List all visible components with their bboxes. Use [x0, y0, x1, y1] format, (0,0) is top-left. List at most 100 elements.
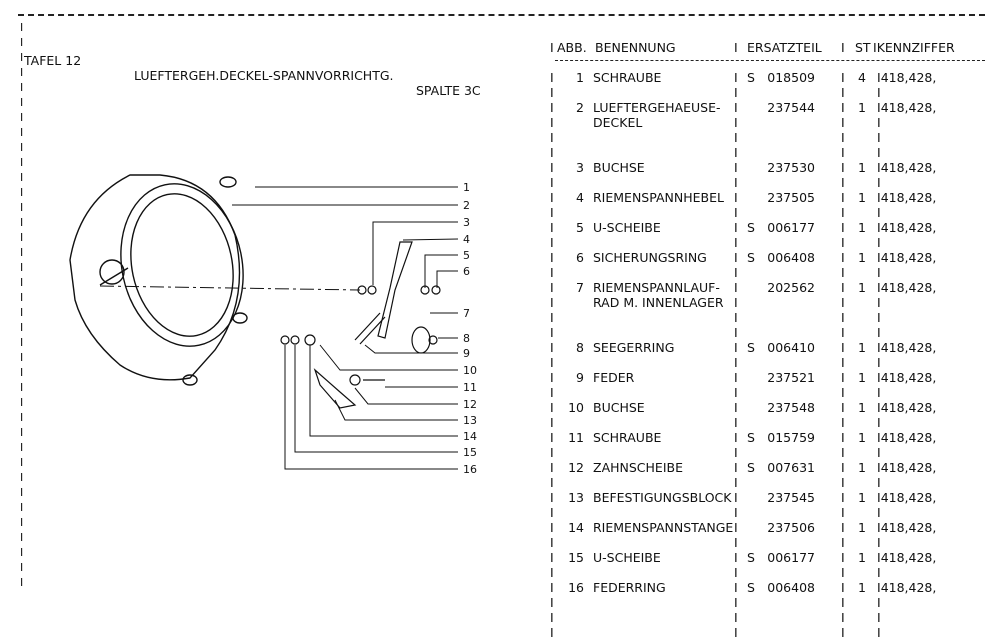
- top-dashed-rule: [18, 14, 985, 16]
- item-number: 10: [568, 400, 584, 415]
- quantity: 1: [858, 400, 866, 415]
- callout-label: 7: [463, 307, 470, 320]
- tensioner-parts-drawing: [280, 241, 441, 409]
- col-kennziffer: IKENNZIFFER: [873, 40, 955, 55]
- callout-label: 8: [463, 332, 470, 345]
- item-name: SCHRAUBE: [593, 70, 662, 85]
- item-name: FEDER: [593, 370, 635, 385]
- standard-part-flag: S: [747, 220, 755, 235]
- kennziffer: I418,428,: [877, 520, 937, 535]
- callout-label: 9: [463, 347, 470, 360]
- kennziffer: I418,428,: [877, 100, 937, 115]
- quantity: 1: [858, 160, 866, 175]
- table-header: I ABB. BENENNUNG I ERSATZTEIL I ST IKENN…: [550, 40, 955, 55]
- item-name: RIEMENSPANNSTANGE: [593, 520, 734, 535]
- item-number: 15: [568, 550, 584, 565]
- kennziffer: I418,428,: [877, 550, 937, 565]
- item-name: SICHERUNGSRING: [593, 250, 707, 265]
- callout-label: 1: [463, 181, 470, 194]
- quantity: 1: [858, 220, 866, 235]
- quantity: 1: [858, 550, 866, 565]
- item-number: 7: [576, 280, 584, 295]
- item-name: FEDERRING: [593, 580, 666, 595]
- quantity: 1: [858, 490, 866, 505]
- part-number: 202562: [767, 280, 815, 295]
- item-name: LUEFTERGEHAEUSE-: [593, 100, 721, 115]
- item-number: 12: [568, 460, 584, 475]
- kennziffer: I418,428,: [877, 280, 937, 295]
- fan-housing-cover-drawing: [69, 174, 248, 386]
- part-number: 007631: [767, 460, 815, 475]
- quantity: 1: [858, 430, 866, 445]
- callout-label: 10: [463, 364, 477, 377]
- item-name-continued: RAD M. INNENLAGER: [593, 295, 724, 310]
- item-number: 16: [568, 580, 584, 595]
- standard-part-flag: S: [747, 340, 755, 355]
- item-name: SCHRAUBE: [593, 430, 662, 445]
- callout-label: 11: [463, 381, 477, 394]
- tafel-label: TAFEL 12: [24, 53, 82, 68]
- item-number: 11: [568, 430, 584, 445]
- item-name: RIEMENSPANNHEBEL: [593, 190, 724, 205]
- kennziffer: I418,428,: [877, 160, 937, 175]
- part-number: 006177: [767, 550, 815, 565]
- part-number: 006410: [767, 340, 815, 355]
- kennziffer: I418,428,: [877, 250, 937, 265]
- part-number: 018509: [767, 70, 815, 85]
- callout-label: 12: [463, 398, 477, 411]
- part-number: 237545: [767, 490, 815, 505]
- kennziffer: I418,428,: [877, 370, 937, 385]
- leader-lines: [99, 186, 459, 470]
- part-number: 237544: [767, 100, 815, 115]
- quantity: 1: [858, 280, 866, 295]
- callout-label: 16: [463, 463, 477, 476]
- quantity: 1: [858, 100, 866, 115]
- item-number: 6: [576, 250, 584, 265]
- quantity: 1: [858, 190, 866, 205]
- item-name: SEEGERRING: [593, 340, 675, 355]
- callout-label: 2: [463, 199, 470, 212]
- col-st: ST: [855, 40, 871, 55]
- standard-part-flag: S: [747, 70, 755, 85]
- callout-label: 3: [463, 216, 470, 229]
- col-abb: ABB.: [557, 40, 587, 55]
- item-number: 5: [576, 220, 584, 235]
- callout-label: 15: [463, 446, 477, 459]
- part-number: 237506: [767, 520, 815, 535]
- item-name: BEFESTIGUNGSBLOCK: [593, 490, 732, 505]
- item-number: 13: [568, 490, 584, 505]
- kennziffer: I418,428,: [877, 70, 937, 85]
- kennziffer: I418,428,: [877, 490, 937, 505]
- page-header: TAFEL 12 LUEFTERGEH.DECKEL-SPANNVORRICHT…: [20, 38, 481, 98]
- part-number: 237530: [767, 160, 815, 175]
- kennziffer: I418,428,: [877, 580, 937, 595]
- quantity: 1: [858, 340, 866, 355]
- standard-part-flag: S: [747, 250, 755, 265]
- header-separator: [555, 60, 985, 61]
- part-number: 006177: [767, 220, 815, 235]
- col-benennung: BENENNUNG: [595, 40, 676, 55]
- kennziffer: I418,428,: [877, 430, 937, 445]
- part-number: 237505: [767, 190, 815, 205]
- item-number: 2: [576, 100, 584, 115]
- page-title: LUEFTERGEH.DECKEL-SPANNVORRICHTG.: [134, 68, 394, 83]
- part-number: 006408: [767, 250, 815, 265]
- left-border-markers: I I I I I I I I I I I I I I I I I I I I …: [20, 21, 24, 589]
- quantity: 4: [858, 70, 866, 85]
- item-number: 14: [568, 520, 584, 535]
- item-name: U-SCHEIBE: [593, 550, 661, 565]
- part-number: 006408: [767, 580, 815, 595]
- callout-label: 4: [463, 233, 470, 246]
- item-name: ZAHNSCHEIBE: [593, 460, 683, 475]
- standard-part-flag: S: [747, 430, 755, 445]
